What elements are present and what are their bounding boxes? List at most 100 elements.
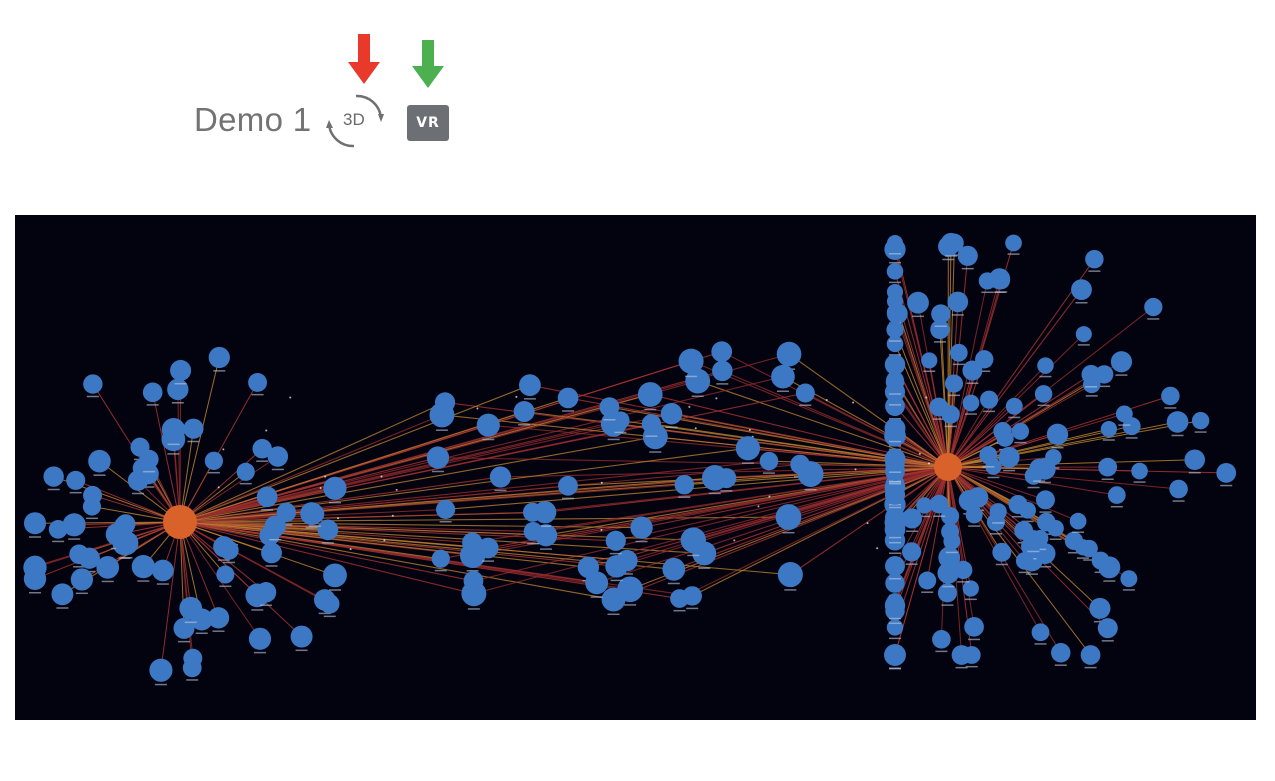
graph-node[interactable] [886, 619, 904, 636]
graph-node[interactable] [1131, 462, 1148, 480]
graph-node[interactable] [680, 527, 706, 553]
graph-node[interactable] [940, 232, 962, 254]
graph-node[interactable] [916, 497, 933, 514]
graph-node[interactable] [611, 411, 630, 430]
graph-node[interactable] [1085, 249, 1104, 269]
graph-node[interactable] [183, 418, 204, 439]
graph-node[interactable] [771, 364, 795, 389]
graph-node[interactable] [261, 542, 282, 564]
graph-node[interactable] [131, 554, 155, 579]
graph-node[interactable] [429, 402, 455, 428]
graph-node[interactable] [795, 383, 815, 403]
graph-node[interactable] [1051, 643, 1071, 663]
graph-node[interactable] [436, 499, 456, 519]
graph-node[interactable] [884, 448, 906, 470]
graph-node[interactable] [1098, 556, 1121, 579]
graph-node[interactable] [775, 504, 802, 530]
graph-node[interactable] [161, 418, 186, 442]
graph-node[interactable] [1115, 405, 1133, 423]
graph-node[interactable] [426, 446, 450, 469]
graph-node[interactable] [219, 540, 239, 560]
graph-node[interactable] [23, 512, 47, 535]
graph-node[interactable] [711, 341, 733, 363]
graph-node[interactable] [1120, 570, 1138, 588]
graph-node[interactable] [980, 390, 999, 409]
graph-node[interactable] [1169, 479, 1188, 499]
graph-node[interactable] [1024, 530, 1043, 549]
graph-node[interactable] [599, 397, 620, 417]
graph-node[interactable] [236, 462, 255, 481]
graph-node[interactable] [988, 268, 1011, 290]
graph-node[interactable] [637, 382, 663, 407]
graph-node[interactable] [702, 465, 728, 491]
graph-node[interactable] [1094, 365, 1114, 384]
graph-node[interactable] [884, 354, 906, 375]
graph-node[interactable] [937, 562, 960, 584]
graph-node[interactable] [735, 436, 761, 461]
graph-node[interactable] [585, 571, 609, 595]
graph-node[interactable] [1005, 234, 1022, 252]
graph-node[interactable] [967, 487, 989, 508]
graph-node[interactable] [1037, 357, 1054, 374]
graph-node[interactable] [276, 502, 297, 523]
graph-node[interactable] [1005, 397, 1023, 415]
graph-node[interactable] [179, 596, 203, 620]
graph-node[interactable] [884, 417, 906, 439]
graph-node[interactable] [921, 352, 938, 369]
graph-node[interactable] [1191, 411, 1210, 430]
graph-node[interactable] [320, 594, 340, 614]
graph-node[interactable] [83, 374, 103, 394]
graph-node[interactable] [901, 508, 923, 529]
graph-node[interactable] [930, 319, 950, 340]
graph-node[interactable] [96, 556, 120, 579]
graph-node[interactable] [518, 374, 541, 397]
graph-node[interactable] [1015, 552, 1034, 570]
graph-node[interactable] [1098, 457, 1118, 477]
graph-node[interactable] [323, 563, 347, 588]
graph-node[interactable] [605, 555, 628, 578]
graph-node[interactable] [264, 515, 287, 537]
graph-node[interactable] [522, 502, 543, 522]
graph-node[interactable] [962, 580, 979, 597]
graph-node[interactable] [78, 547, 100, 569]
graph-node[interactable] [797, 461, 824, 487]
graph-node[interactable] [885, 515, 905, 535]
graph-node[interactable] [932, 630, 951, 649]
graph-node[interactable] [461, 581, 487, 607]
view-3d-button[interactable]: 3D [326, 92, 384, 150]
graph-node[interactable] [996, 429, 1014, 447]
graph-node[interactable] [712, 360, 733, 382]
graph-node[interactable] [557, 387, 579, 409]
graph-node[interactable] [943, 532, 961, 550]
graph-node[interactable] [951, 645, 972, 665]
graph-node[interactable] [1074, 539, 1092, 556]
graph-node[interactable] [962, 394, 980, 412]
graph-node[interactable] [1089, 597, 1111, 619]
graph-node[interactable] [962, 360, 983, 381]
graph-node[interactable] [662, 557, 686, 581]
graph-node[interactable] [476, 413, 500, 437]
graph-node[interactable] [776, 341, 802, 367]
graph-node[interactable] [152, 559, 174, 582]
graph-node[interactable] [170, 359, 192, 381]
graph-hub-right[interactable] [934, 453, 962, 481]
graph-node[interactable] [248, 373, 267, 392]
graph-node[interactable] [886, 304, 904, 321]
graph-node[interactable] [323, 476, 347, 500]
graph-node[interactable] [267, 446, 289, 467]
graph-node[interactable] [1011, 422, 1030, 440]
graph-node[interactable] [167, 378, 189, 401]
graph-node[interactable] [989, 503, 1007, 521]
graph-node[interactable] [907, 291, 929, 314]
graph-node[interactable] [182, 658, 202, 678]
graph-node[interactable] [660, 402, 683, 425]
graph-node[interactable] [513, 401, 535, 422]
graph-node[interactable] [884, 595, 906, 616]
graph-node[interactable] [1110, 351, 1133, 373]
graph-node[interactable] [777, 562, 803, 588]
graph-node[interactable] [678, 348, 704, 374]
graph-node[interactable] [62, 513, 86, 537]
graph-node[interactable] [885, 396, 905, 416]
graph-node[interactable] [1034, 385, 1053, 403]
graph-node[interactable] [248, 627, 272, 650]
